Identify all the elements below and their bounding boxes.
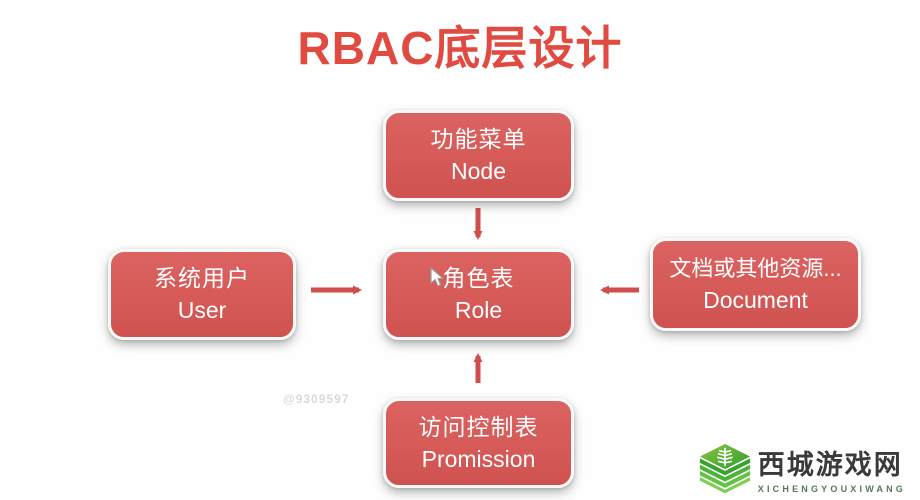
document-label-en: Document: [703, 286, 808, 313]
role-box: 角色表 Role: [383, 249, 574, 340]
node-box: 功能菜单 Node: [383, 110, 574, 201]
promission-box: 访问控制表 Promission: [383, 398, 574, 488]
role-label-en: Role: [454, 297, 503, 323]
logo-subtitle: XICHENGYOUXIWANG: [757, 484, 906, 494]
document-box: 文档或其他资源... Document: [650, 238, 861, 331]
user-box: 系统用户 User: [108, 249, 296, 340]
document-label-zh: 文档或其他资源...: [669, 255, 842, 281]
role-label-zh: 角色表: [442, 265, 515, 291]
node-label-en: Node: [451, 158, 506, 184]
user-label-zh: 系统用户: [154, 265, 250, 291]
logo-name: 西城游戏网: [757, 450, 903, 481]
promission-label-zh: 访问控制表: [418, 413, 539, 440]
logo-wheat-icon: [699, 444, 750, 494]
node-label-zh: 功能菜单: [430, 126, 527, 152]
user-label-en: User: [177, 297, 227, 323]
site-logo: 西城游戏网 XICHENGYOUXIWANG: [698, 444, 906, 496]
watermark: @9309597: [283, 392, 350, 406]
mouse-cursor-icon: [430, 267, 444, 287]
promission-label-en: Promission: [421, 445, 536, 472]
page-title: RBAC底层设计: [297, 22, 623, 74]
